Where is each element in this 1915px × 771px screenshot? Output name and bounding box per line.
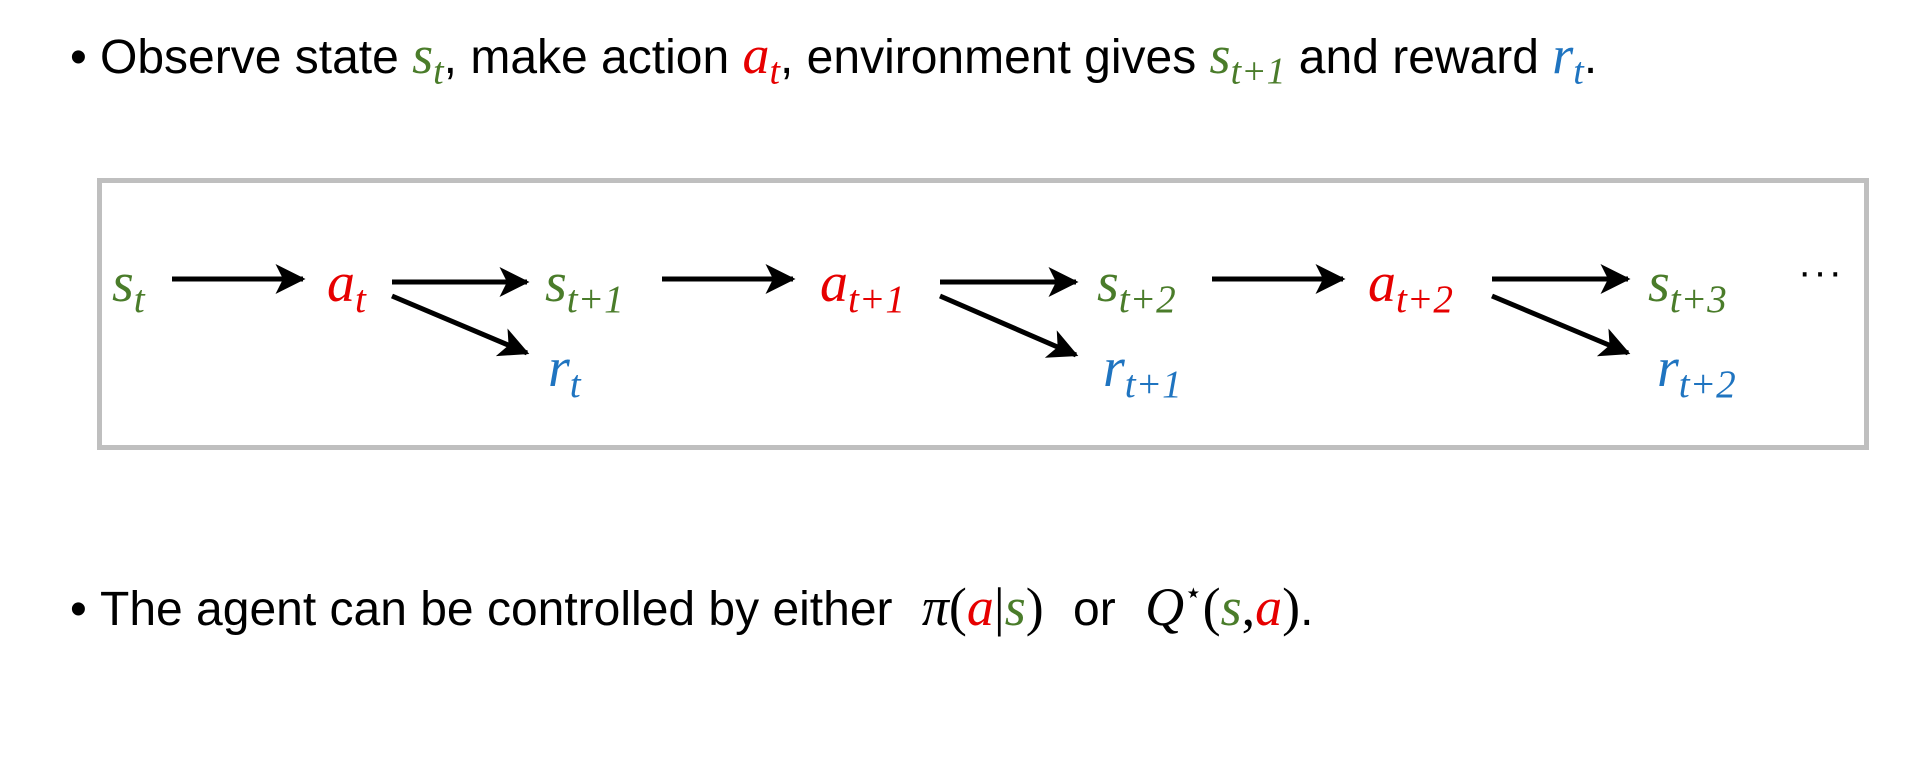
text-environment-gives: , environment gives [780, 31, 1210, 84]
math-a-2: a [1255, 577, 1283, 637]
text-make-action: , make action [443, 31, 743, 84]
text-agent-controlled: The agent can be controlled by either [100, 583, 906, 636]
math-pi: π [921, 577, 949, 637]
text-and-reward: and reward [1285, 31, 1553, 84]
arrow-a1-to-r1 [939, 293, 1079, 358]
math-q-star: Q⋆ [1145, 577, 1203, 637]
text-period: . [1583, 31, 1598, 84]
math-r-t: rt [1552, 25, 1584, 93]
node-state-s3: st+3 [1648, 252, 1727, 321]
trajectory-diagram-box [97, 178, 1869, 450]
arrow-a2-to-r2 [1491, 293, 1631, 357]
node-reward-r0: rt [548, 337, 581, 406]
bullet-dot: • [70, 583, 87, 636]
node-state-s2: st+2 [1097, 252, 1176, 321]
math-bar: | [993, 577, 1005, 637]
text-or: or [1059, 583, 1130, 636]
math-a: a [966, 577, 994, 637]
node-reward-r2: rt+2 [1657, 337, 1736, 406]
math-close-paren-2: ) [1282, 577, 1301, 637]
text-period: . [1300, 583, 1314, 636]
ellipsis: ··· [1798, 250, 1844, 294]
math-open-paren-2: ( [1202, 577, 1221, 637]
math-comma: , [1241, 577, 1256, 637]
node-state-s1: st+1 [545, 252, 624, 321]
math-a-t: at [742, 25, 780, 93]
bullet-observe-state: •Observe state st, make action at, envir… [70, 25, 1598, 93]
node-reward-r1: rt+1 [1103, 337, 1182, 406]
math-s: s [1004, 577, 1026, 637]
node-action-a1: at+1 [820, 252, 905, 321]
math-s-t: st [412, 25, 444, 93]
bullet-dot: • [70, 31, 87, 84]
node-action-a2: at+2 [1368, 252, 1453, 321]
math-s-t-plus-1: st+1 [1209, 25, 1286, 93]
bullet-agent-control: •The agent can be controlled by either π… [70, 577, 1314, 640]
text-observe-state: Observe state [100, 31, 413, 84]
arrow-a0-to-r0 [391, 293, 530, 357]
math-close-paren: ) [1025, 577, 1044, 637]
math-open-paren: ( [948, 577, 967, 637]
node-action-a0: at [327, 252, 366, 321]
node-state-s0: st [112, 252, 145, 321]
math-s-2: s [1220, 577, 1242, 637]
